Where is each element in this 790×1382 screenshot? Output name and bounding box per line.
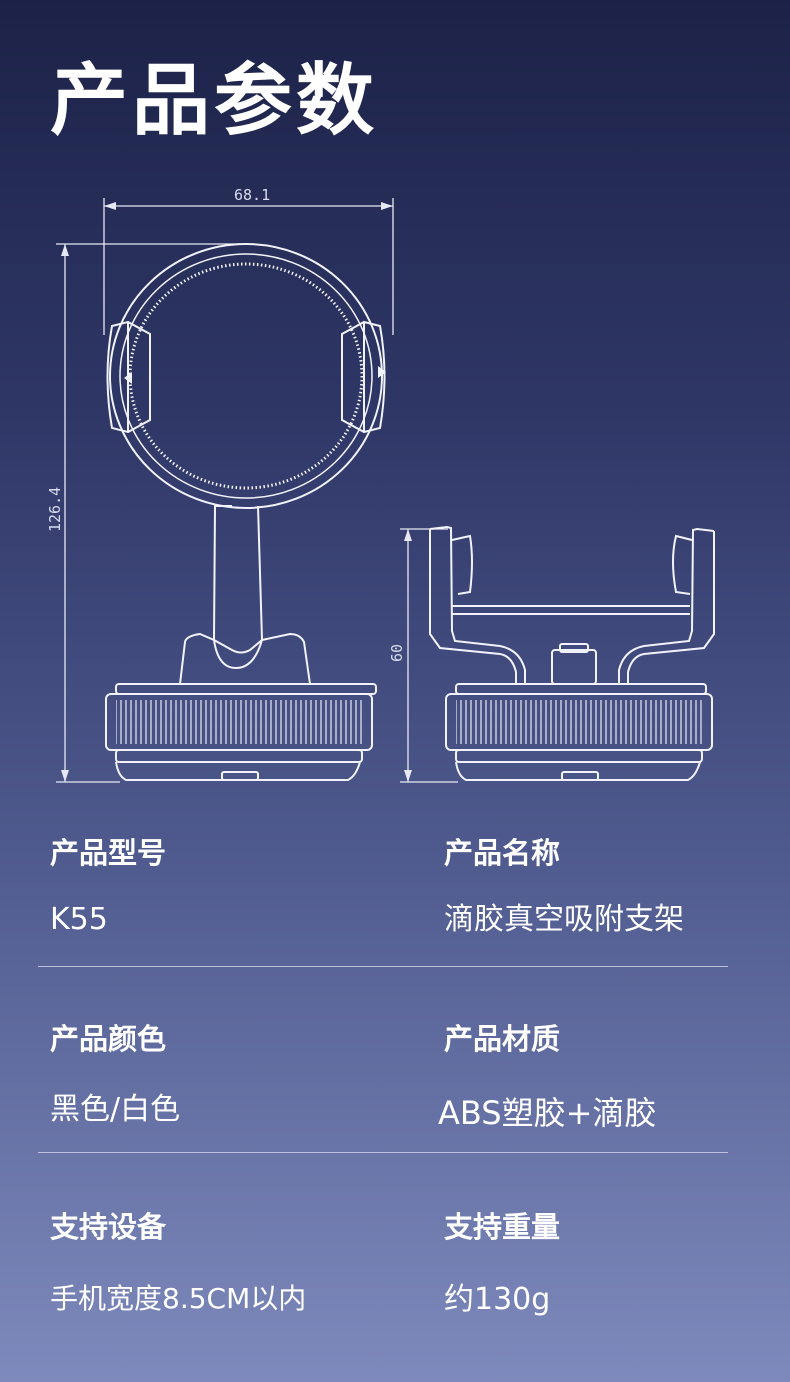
spec-label: 支持设备	[50, 1210, 167, 1244]
width-label: 68.1	[234, 186, 270, 204]
height-label: 126.4	[46, 487, 64, 532]
spec-value: ABS塑胶+滴胶	[438, 1094, 657, 1132]
width-dimension	[103, 198, 394, 335]
spec-value: 约130g	[444, 1282, 551, 1317]
front-view-holder	[105, 243, 386, 781]
spec-material: 产品材质 ABS塑胶+滴胶	[438, 1022, 764, 1132]
side-height-label: 60	[388, 644, 406, 662]
spec-color: 产品颜色 黑色/白色	[50, 1022, 370, 1127]
page-title: 产品参数	[50, 56, 379, 146]
spec-value: 滴胶真空吸附支架	[444, 902, 684, 937]
spec-label: 产品材质	[444, 1022, 561, 1056]
spec-value: 手机宽度8.5CM以内	[50, 1282, 307, 1315]
spec-value: K55	[50, 902, 108, 937]
side-height-dimension	[400, 528, 458, 783]
spec-label: 产品名称	[444, 836, 561, 870]
spec-device: 支持设备 手机宽度8.5CM以内	[50, 1210, 370, 1315]
spec-label: 支持重量	[444, 1210, 561, 1244]
row-divider	[38, 1152, 728, 1153]
spec-label: 产品颜色	[50, 1022, 167, 1056]
row-divider	[38, 966, 728, 967]
spec-weight: 支持重量 约130g	[444, 1210, 764, 1317]
side-view-holder	[429, 525, 715, 781]
spec-name: 产品名称 滴胶真空吸附支架	[444, 836, 764, 937]
spec-label: 产品型号	[50, 836, 167, 870]
height-dimension	[56, 243, 240, 783]
product-dimension-diagram: 68.1 126.4 60	[46, 186, 715, 783]
spec-value: 黑色/白色	[50, 1092, 181, 1127]
spec-model: 产品型号 K55	[50, 836, 370, 937]
